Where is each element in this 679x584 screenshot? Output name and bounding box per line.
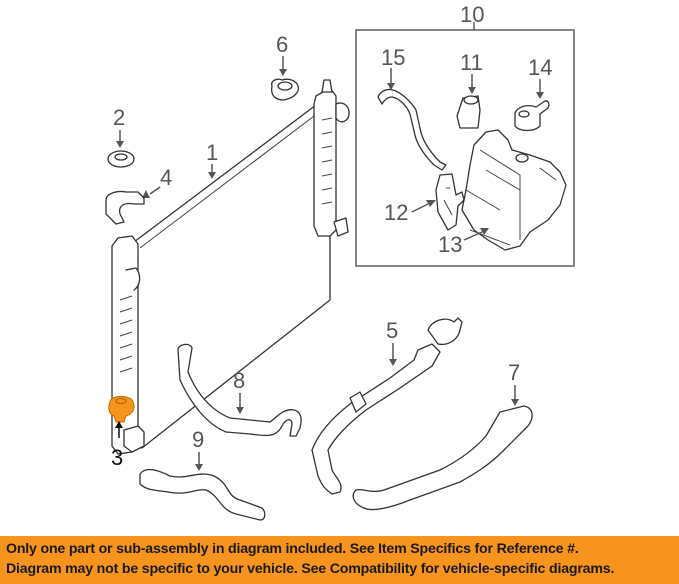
hose-5-group: 5	[311, 317, 463, 495]
upper-grommet-group: 2	[107, 105, 135, 168]
part-13-tank-neck	[515, 153, 529, 163]
part-1-right-neck	[321, 79, 333, 93]
arrowhead-4	[142, 190, 150, 198]
arrowhead-3	[115, 421, 123, 428]
label-8: 8	[233, 368, 245, 393]
part-1-right-tank-slots	[321, 117, 333, 205]
label-4: 4	[160, 165, 172, 190]
part-1-right-inlet	[335, 102, 350, 123]
label-6: 6	[276, 32, 288, 57]
part-1-left-tank-slots	[119, 295, 133, 373]
arrowhead-1	[208, 172, 216, 179]
radiator-group: 1	[111, 79, 350, 455]
radiator-cap-group: 6	[270, 32, 300, 101]
part-5-clamp	[349, 391, 367, 413]
disclaimer-banner: Only one part or sub-assembly in diagram…	[0, 536, 679, 584]
part-11-bracket-hole	[463, 95, 479, 105]
part-7-hose	[352, 405, 533, 511]
arrowhead-5	[389, 359, 397, 366]
hose-8-group: 8	[177, 343, 302, 437]
arrowhead-13	[480, 228, 489, 235]
part-1-core-edge	[139, 109, 323, 249]
part-14-cap	[514, 100, 550, 132]
part-6-cap-center	[277, 81, 293, 91]
part-1-right-tank	[313, 87, 337, 237]
part-1-radiator-core	[133, 101, 331, 449]
part-3-grommet-top	[115, 398, 127, 404]
label-1: 1	[206, 140, 218, 165]
part-5-hose	[311, 343, 441, 495]
label-3: 3	[111, 445, 123, 470]
reservoir-assembly-box	[355, 29, 575, 267]
arrowhead-15	[387, 83, 395, 90]
part-1-left-outlet	[123, 425, 145, 453]
arrowhead-14	[536, 92, 544, 99]
disclaimer-line-2: Diagram may not be specific to your vehi…	[6, 561, 615, 577]
label-13: 13	[438, 232, 462, 257]
arrow-4	[149, 186, 161, 195]
bracket-group: 4	[105, 165, 172, 225]
part-1-right-bottom-fitting	[333, 217, 349, 237]
label-15: 15	[381, 45, 405, 70]
label-2: 2	[113, 105, 125, 130]
disclaimer-line-1: Only one part or sub-assembly in diagram…	[6, 541, 579, 557]
part-13-tank-detail	[465, 149, 557, 246]
hose-7-group: 7	[352, 360, 533, 511]
arrowhead-2	[116, 141, 124, 148]
label-5: 5	[386, 318, 398, 343]
part-12-mount	[435, 173, 465, 231]
part-1-left-fitting	[125, 267, 141, 291]
lower-grommet-group: 3	[108, 395, 135, 470]
label-11: 11	[460, 50, 483, 75]
arrowhead-11	[468, 87, 476, 94]
label-12: 12	[384, 200, 408, 225]
part-15-overflow-hose	[377, 88, 447, 171]
hose-9-group: 9	[139, 427, 266, 521]
part-5-valve	[427, 317, 463, 346]
part-3-grommet-highlighted	[108, 395, 135, 423]
arrow-12	[411, 203, 429, 213]
label-14: 14	[528, 55, 552, 80]
part-14-cap-top	[518, 110, 530, 118]
part-13-reservoir-tank	[461, 129, 567, 251]
part-4-bracket	[105, 190, 145, 225]
part-12-mount-detail	[443, 187, 453, 216]
reservoir-assembly-group: 10 15 11 14 12 13	[355, 2, 575, 267]
arrowhead-6	[279, 69, 287, 76]
label-10: 10	[460, 2, 484, 27]
label-7: 7	[508, 360, 520, 385]
arrowhead-7	[511, 399, 519, 406]
arrow-13	[463, 231, 483, 241]
part-8-hose	[177, 343, 302, 437]
part-2-grommet-hole	[114, 153, 128, 161]
arrowhead-12	[426, 200, 436, 207]
part-9-hose	[139, 468, 266, 521]
arrowhead-8	[236, 407, 244, 414]
arrowhead-9	[195, 464, 203, 471]
label-9: 9	[192, 427, 204, 452]
